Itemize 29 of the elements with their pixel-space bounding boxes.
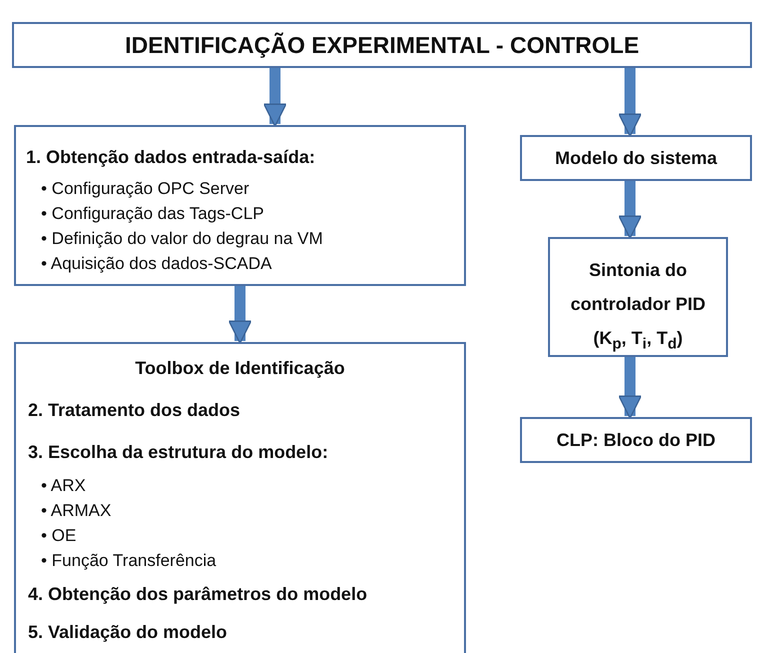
box-heading: Toolbox de Identificação [134, 358, 346, 379]
block-arrow [618, 181, 642, 239]
bullet-item: • ARMAX [41, 501, 112, 521]
step-text: 1. Obtenção dados entrada-saída: [26, 147, 316, 168]
process-box [548, 237, 728, 357]
bullet-item: • Configuração OPC Server [41, 179, 250, 199]
bullet-item: • Definição do valor do degrau na VM [41, 229, 323, 249]
process-box [520, 135, 752, 181]
bullet-item: • Aquisição dos dados-SCADA [41, 254, 272, 274]
step-text: 2. Tratamento dos dados [28, 400, 240, 421]
block-arrow [618, 68, 642, 137]
process-box [520, 417, 752, 463]
process-box [14, 342, 466, 653]
step-text: 3. Escolha da estrutura do modelo: [28, 442, 328, 463]
process-box [14, 125, 466, 286]
block-arrow [228, 286, 252, 344]
box-heading: IDENTIFICAÇÃO EXPERIMENTAL - CONTROLE [124, 32, 640, 59]
block-arrow [618, 357, 642, 419]
box-heading: Modelo do sistema [554, 148, 718, 169]
box-heading: CLP: Bloco do PID [556, 430, 716, 451]
bullet-item: • Função Transferência [41, 551, 216, 571]
block-arrow [263, 68, 287, 127]
process-box [12, 22, 752, 68]
step-text: 5. Validação do modelo [28, 622, 228, 643]
box-heading: Sintonia do controlador PID (K$_{p}$, T$_{i}$, T$_{d}$) [569, 259, 706, 355]
step-text: 4. Obtenção dos parâmetros do modelo [28, 584, 368, 605]
bullet-item: • Configuração das Tags-CLP [41, 204, 264, 224]
bullet-item: • OE [41, 526, 76, 546]
bullet-item: • ARX [41, 476, 86, 496]
